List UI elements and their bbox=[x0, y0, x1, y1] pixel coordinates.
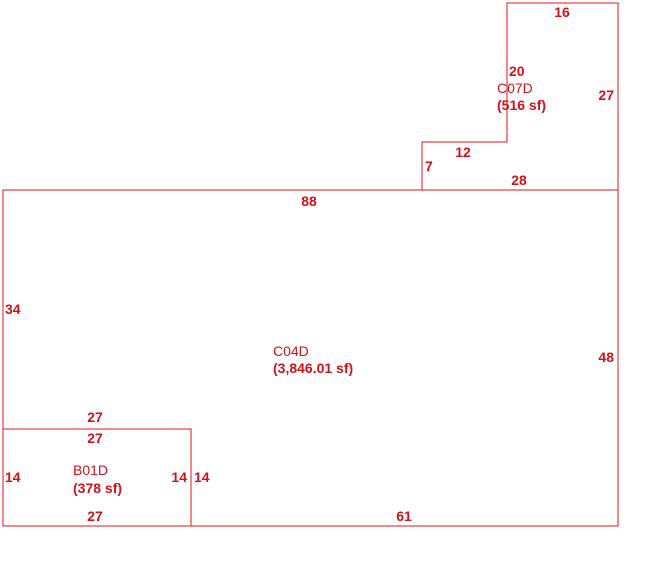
c04d-area: (3,846.01 sf) bbox=[273, 360, 353, 376]
c07d-dim-step-horizontal: 12 bbox=[455, 144, 471, 160]
c07d-dim-right: 27 bbox=[598, 87, 614, 103]
b01d-dim-right-inner: 14 bbox=[171, 469, 187, 485]
b01d-dim-top-outer: 27 bbox=[87, 409, 103, 425]
b01d-name: B01D bbox=[73, 462, 108, 478]
b01d-dim-right-outer: 14 bbox=[194, 469, 210, 485]
c04d-dim-bottom: 61 bbox=[396, 508, 412, 524]
b01d-dim-top-inner: 27 bbox=[87, 430, 103, 446]
c07d-name: C07D bbox=[497, 80, 533, 96]
c04d-name: C04D bbox=[273, 343, 309, 359]
c07d-dim-bottom: 28 bbox=[511, 172, 527, 188]
b01d-dim-left: 14 bbox=[5, 469, 21, 485]
c07d-area: (516 sf) bbox=[497, 97, 546, 113]
c04d-dim-top: 88 bbox=[301, 193, 317, 209]
c07d-dim-step-vertical: 7 bbox=[425, 158, 433, 174]
b01d-dim-bottom: 27 bbox=[87, 508, 103, 524]
b01d-area: (378 sf) bbox=[73, 480, 122, 496]
c07d-dim-top: 16 bbox=[554, 4, 570, 20]
c04d-dim-left: 34 bbox=[5, 301, 21, 317]
c07d-dim-inner-vertical: 20 bbox=[509, 63, 525, 79]
c04d-dim-right: 48 bbox=[598, 349, 614, 365]
area-b01d-outline[interactable] bbox=[2, 428, 192, 527]
